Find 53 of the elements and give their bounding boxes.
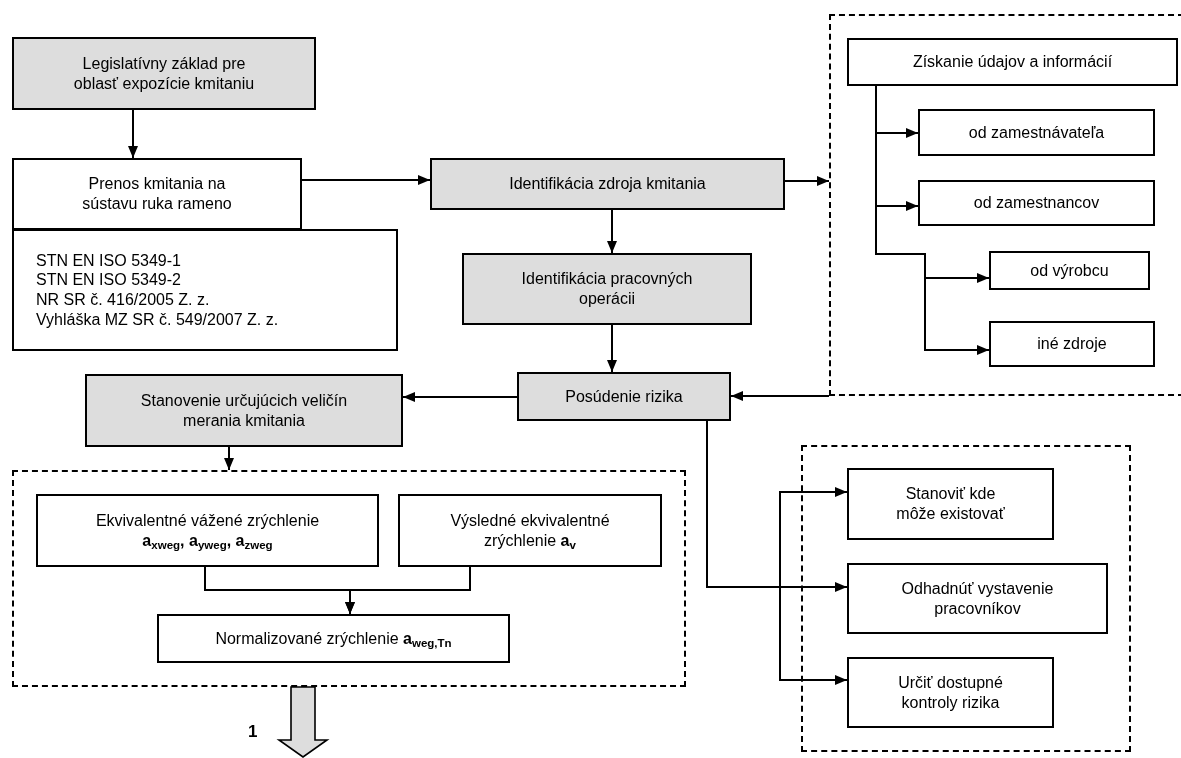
arrow (301, 175, 431, 185)
node-text: od výrobcu (1030, 260, 1109, 281)
reference-text: STN EN ISO 5349-2 (36, 270, 181, 290)
step-box (989, 321, 1155, 367)
process-box (12, 37, 316, 110)
step-box (847, 38, 1178, 86)
arrow (607, 324, 617, 373)
step-box (918, 180, 1155, 226)
step-box (847, 657, 1054, 728)
node-text: Legislatívny základ pre oblasť expozície kmitaniu (72, 54, 256, 93)
node-text: Určiť dostupné kontroly rizika (897, 673, 1004, 712)
block-arrow (276, 686, 330, 758)
node-text: od zamestnávateľa (968, 122, 1105, 143)
node-text: Identifikácia pracovných operácii (520, 269, 694, 309)
process-box (85, 374, 403, 447)
node-text: iné zdroje (1037, 334, 1107, 354)
node-text: Posúdenie rizika (565, 386, 683, 407)
dashed-group-box (12, 470, 686, 687)
process-box (430, 158, 785, 210)
node-text: Získanie údajov a informácií (912, 52, 1113, 72)
node-text: Stanovenie určujúcich veličín merania kmitania (139, 391, 349, 430)
step-box (36, 494, 379, 567)
reference-box (12, 229, 398, 351)
node-text: Identifikácia zdroja kmitania (509, 174, 706, 194)
node-text: Ekvivalentné vážené zrýchlenie a$_{xweg}$, a$_{yweg}$, a$_{zweg}$ (94, 511, 321, 550)
arrow (784, 176, 830, 186)
node-text: od zamestnancov (973, 193, 1100, 213)
node-text: Výsledné ekvivalentné zrýchlenie a$_{v}$ (449, 511, 611, 550)
step-box (12, 158, 302, 230)
arrow (875, 85, 990, 355)
arrow (607, 209, 617, 254)
reference-text: NR SR č. 416/2005 Z. z. (36, 290, 210, 310)
arrow (345, 566, 471, 615)
dashed-group-box (829, 14, 1181, 396)
step-box (847, 563, 1108, 634)
step-box (157, 614, 510, 663)
arrow (224, 446, 234, 471)
process-box (517, 372, 731, 421)
step-box (398, 494, 662, 567)
arrow (128, 109, 138, 159)
node-text: Odhadnúť vystavenie pracovníkov (900, 579, 1055, 618)
step-box (847, 468, 1054, 540)
node-text: Prenos kmitania na sústavu ruka rameno (81, 174, 233, 214)
arrow (402, 392, 518, 402)
node-text: Stanoviť kde môže existovať (895, 484, 1006, 524)
dashed-group-box (801, 445, 1131, 752)
arrow (730, 391, 830, 401)
process-box (462, 253, 752, 325)
reference-text: Vyhláška MZ SR č. 549/2007 Z. z. (36, 309, 279, 330)
node-text: Normalizované zrýchlenie a$_{weg,Tn}$ (215, 628, 452, 649)
step-box (918, 109, 1155, 156)
reference-text: STN EN ISO 5349-1 (36, 250, 181, 271)
step-box (989, 251, 1150, 290)
